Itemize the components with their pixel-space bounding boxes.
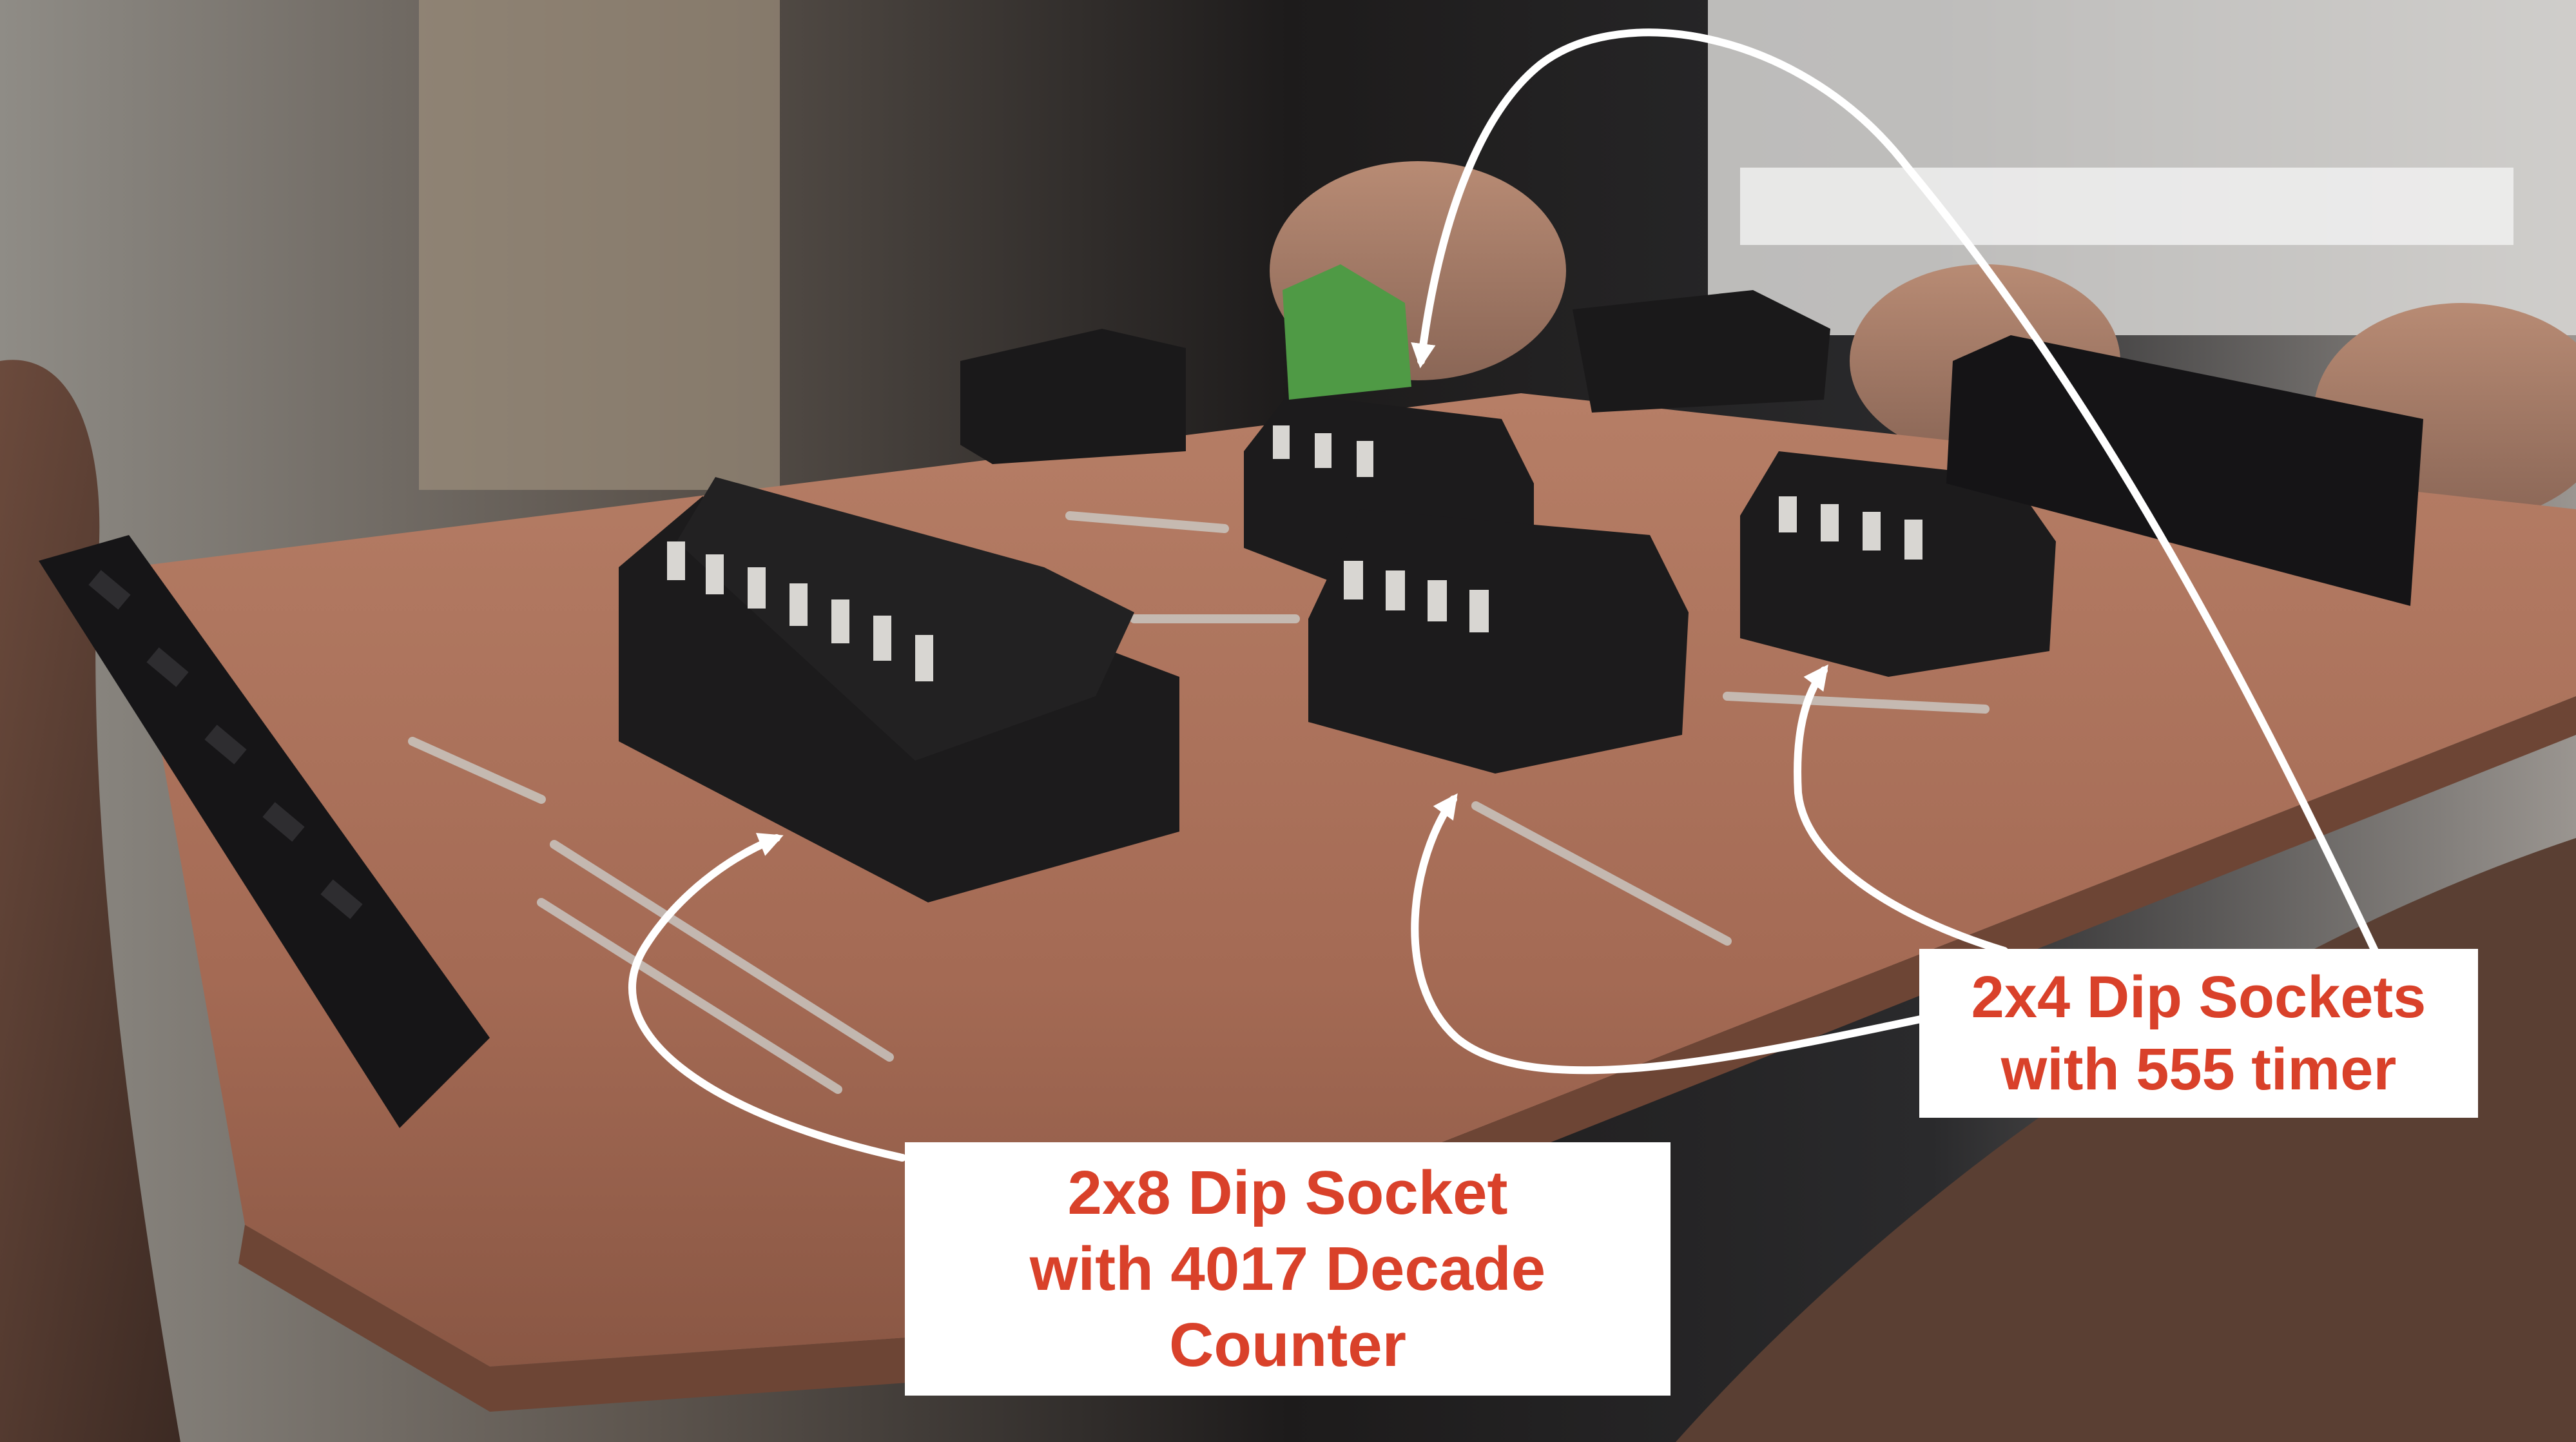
background-boxes (419, 0, 780, 490)
callout-2x4-dip-sockets: 2x4 Dip Sockets with 555 timer (1919, 949, 2478, 1118)
background-window-bar (1740, 168, 2513, 245)
callout-2x8-dip-socket: 2x8 Dip Socket with 4017 Decade Counter (905, 1142, 1671, 1396)
ic-4017-pins (667, 541, 933, 681)
solder-traces (408, 511, 1990, 1094)
right-header-connector (1946, 335, 2423, 606)
left-header-connector (39, 535, 490, 1128)
header-pins (88, 570, 363, 919)
arrow-to-2x8-socket (628, 833, 906, 1162)
callout-2x8-line-3: Counter (1169, 1310, 1406, 1379)
arrow-to-middle-555 (1411, 793, 1928, 1075)
socket-right-pins (1779, 496, 1922, 560)
arrow-to-back-555 (1411, 28, 2379, 955)
callout-2x8-line-2: with 4017 Decade (1029, 1234, 1546, 1303)
callout-2x8-line-1: 2x8 Dip Socket (1067, 1158, 1508, 1227)
dip-socket-2x4-right (1740, 451, 2056, 677)
callout-2x4-line-1: 2x4 Dip Sockets (1971, 964, 2426, 1030)
terminal-block (1283, 264, 1411, 400)
callout-arrows (628, 28, 2379, 1162)
ic-4017 (677, 477, 1134, 761)
callout-2x4-line-2: with 555 timer (2000, 1037, 2397, 1102)
slide-switch-left (960, 329, 1186, 464)
arrow-to-right-555 (1794, 664, 2008, 955)
hand-left (0, 360, 180, 1442)
socket-back-pins (1273, 425, 1373, 477)
socket-middle-pins (1344, 561, 1489, 632)
slide-switch-right (1573, 290, 1830, 413)
dip-socket-2x4-middle (1308, 509, 1689, 774)
